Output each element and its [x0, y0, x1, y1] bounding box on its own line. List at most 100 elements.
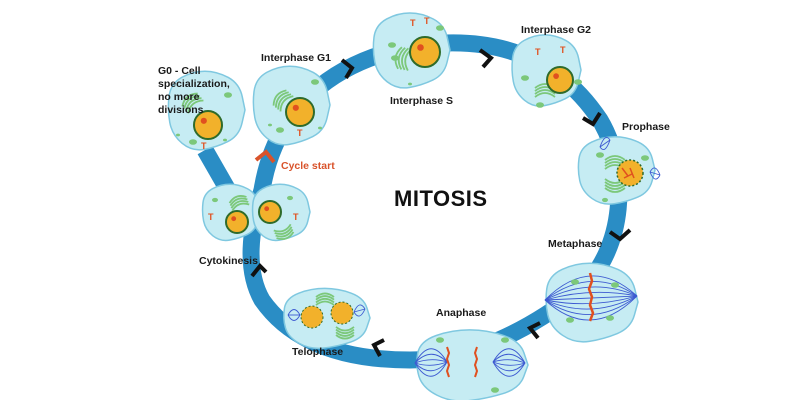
golgi-icon — [277, 93, 292, 110]
cell-g0: T — [167, 70, 246, 151]
golgi-icon — [534, 89, 556, 95]
spindle-fiber — [492, 361, 526, 372]
golgi-icon — [274, 91, 289, 108]
stage-label-s: Interphase S — [390, 95, 454, 107]
stage-label-cytokinesis: Cytokinesis — [199, 255, 258, 267]
organelle-icon — [391, 55, 399, 61]
centriole-icon: T — [535, 47, 541, 57]
nucleolus-icon — [231, 216, 237, 222]
nucleolus-icon — [292, 104, 299, 111]
golgi-icon — [230, 200, 249, 209]
golgi-icon — [272, 89, 287, 106]
chromosome-icon — [445, 346, 451, 378]
cell-cytokinesis-left: T — [201, 183, 261, 242]
golgi-icon — [335, 328, 355, 335]
chevron-prophase-icon — [608, 228, 632, 242]
golgi-icon — [335, 334, 355, 340]
nucleolus-icon — [417, 44, 424, 51]
spindle-fiber — [353, 304, 366, 313]
diagram-title: MITOSIS — [394, 186, 488, 211]
cell-metaphase — [544, 262, 639, 343]
golgi-icon — [183, 94, 200, 109]
organelle-icon — [287, 195, 293, 201]
organelle-icon — [566, 317, 574, 323]
spindle-fiber — [649, 171, 661, 176]
organelle-icon — [611, 282, 619, 288]
spindle-fiber — [492, 348, 526, 364]
organelle-icon — [318, 126, 322, 130]
stage-label-g2: Interphase G2 — [521, 24, 592, 36]
organelle-icon — [176, 133, 180, 137]
golgi-icon — [315, 300, 335, 306]
spindle-fiber — [649, 167, 661, 176]
nucleus-icon — [409, 36, 441, 68]
nucleus-icon — [225, 210, 249, 234]
stage-label-prophase: Prophase — [622, 121, 670, 133]
nucleus-icon — [193, 110, 223, 140]
cycle-start-label: Cycle start — [281, 160, 335, 172]
nucleus-icon — [258, 200, 282, 224]
stage-label-metaphase: Metaphase — [548, 238, 603, 250]
organelle-icon — [574, 79, 582, 85]
spindle-fiber — [492, 359, 526, 364]
nucleus-icon — [285, 97, 315, 127]
spindle-fiber — [492, 361, 526, 377]
chevron-g2-icon — [581, 111, 602, 127]
spindle-fiber — [287, 314, 301, 321]
golgi-icon — [534, 92, 556, 98]
nucleolus-icon — [200, 117, 207, 124]
chromosome-icon — [473, 346, 479, 378]
organelle-icon — [436, 25, 444, 31]
organelle-icon — [408, 82, 412, 86]
spindle-fiber — [414, 359, 448, 364]
spindle-fiber — [414, 361, 448, 377]
golgi-icon — [187, 99, 204, 114]
golgi-icon — [276, 231, 295, 240]
golgi-icon — [181, 92, 198, 107]
spindle-fiber — [599, 137, 611, 148]
stage-label-g0: G0 - Cell specialization, no more divisi… — [158, 65, 230, 116]
golgi-icon — [275, 228, 294, 238]
golgi-icon — [315, 297, 335, 304]
organelle-icon — [501, 337, 509, 343]
golgi-icon — [273, 223, 292, 233]
golgi-icon — [604, 184, 626, 190]
organelle-icon — [606, 315, 614, 321]
cell-cytokinesis-right: T — [251, 183, 311, 242]
centriole-icon: T — [201, 141, 207, 151]
organelle-icon — [388, 42, 396, 48]
organelle-icon — [268, 123, 272, 127]
golgi-icon — [315, 292, 335, 298]
chevron-anaphase-icon — [371, 338, 385, 357]
cell-anaphase — [414, 329, 529, 400]
golgi-icon — [401, 47, 410, 71]
golgi-icon — [315, 295, 335, 301]
golgi-icon — [335, 326, 355, 332]
spindle-fiber — [353, 308, 366, 317]
spindle-fiber — [414, 348, 448, 364]
cell-telophase — [283, 287, 371, 350]
spindle-fiber — [414, 353, 448, 364]
nucleolus-icon — [264, 206, 270, 212]
organelle-icon — [311, 79, 319, 85]
golgi-icon — [228, 195, 247, 204]
spindle-fiber — [287, 309, 301, 316]
spindle-fiber — [414, 361, 448, 372]
centriole-icon: T — [424, 16, 430, 26]
spindle-fiber — [414, 361, 448, 366]
golgi-icon — [604, 155, 626, 161]
nucleolus-icon — [553, 73, 559, 79]
golgi-icon — [231, 202, 250, 212]
cell-prophase — [577, 135, 661, 205]
cell-g1: T — [252, 65, 331, 146]
golgi-icon — [185, 97, 202, 112]
centriole-icon: T — [297, 128, 303, 138]
golgi-icon — [604, 187, 626, 193]
organelle-icon — [491, 387, 499, 393]
organelle-icon — [276, 127, 284, 133]
organelle-icon — [436, 337, 444, 343]
spindle-fiber — [492, 361, 526, 366]
cycle-start-arrow-icon — [254, 149, 276, 164]
